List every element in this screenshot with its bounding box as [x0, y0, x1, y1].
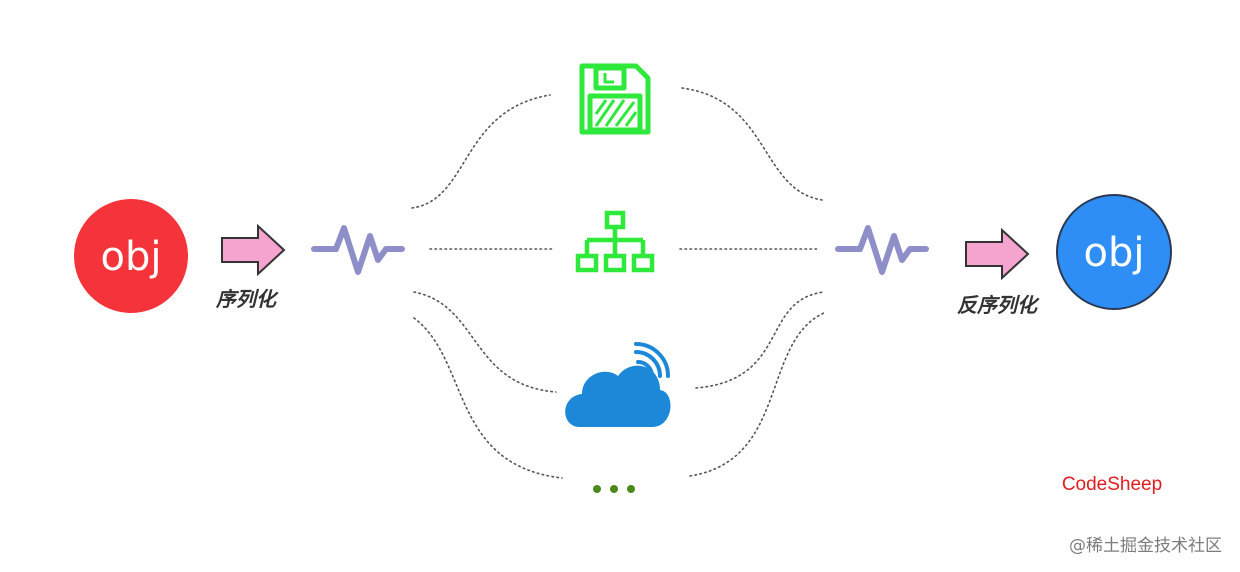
- serialize-arrow-icon: [221, 223, 286, 277]
- connector-right-bottom: [689, 311, 827, 477]
- source-object-label: obj: [101, 234, 162, 280]
- connector-left-lower: [413, 291, 557, 393]
- serialize-label: 序列化: [215, 287, 279, 311]
- brand-label: CodeSheep: [1062, 474, 1162, 495]
- target-object-circle: [1056, 194, 1172, 310]
- connector-left-bottom: [413, 317, 563, 479]
- network-tree-icon: [575, 210, 655, 273]
- target-object-label: obj: [1084, 230, 1145, 276]
- connector-right-lower: [695, 291, 825, 389]
- watermark-label: @稀土掘金技术社区: [1069, 536, 1222, 556]
- right-signal-wave-icon: [835, 225, 929, 275]
- source-object: obj: [74, 199, 188, 313]
- deserialize-arrow-icon: [965, 227, 1030, 281]
- deserialize-label: 反序列化: [957, 293, 1040, 317]
- target-object: obj: [1056, 194, 1172, 310]
- floppy-disk-icon: [579, 63, 651, 135]
- left-signal-wave-icon: [311, 225, 405, 275]
- ellipsis-icon: [593, 485, 635, 493]
- source-object-circle: [74, 199, 188, 313]
- connector-right-top: [681, 87, 823, 201]
- connector-left-top: [411, 94, 551, 209]
- cloud-wireless-icon: [565, 342, 671, 427]
